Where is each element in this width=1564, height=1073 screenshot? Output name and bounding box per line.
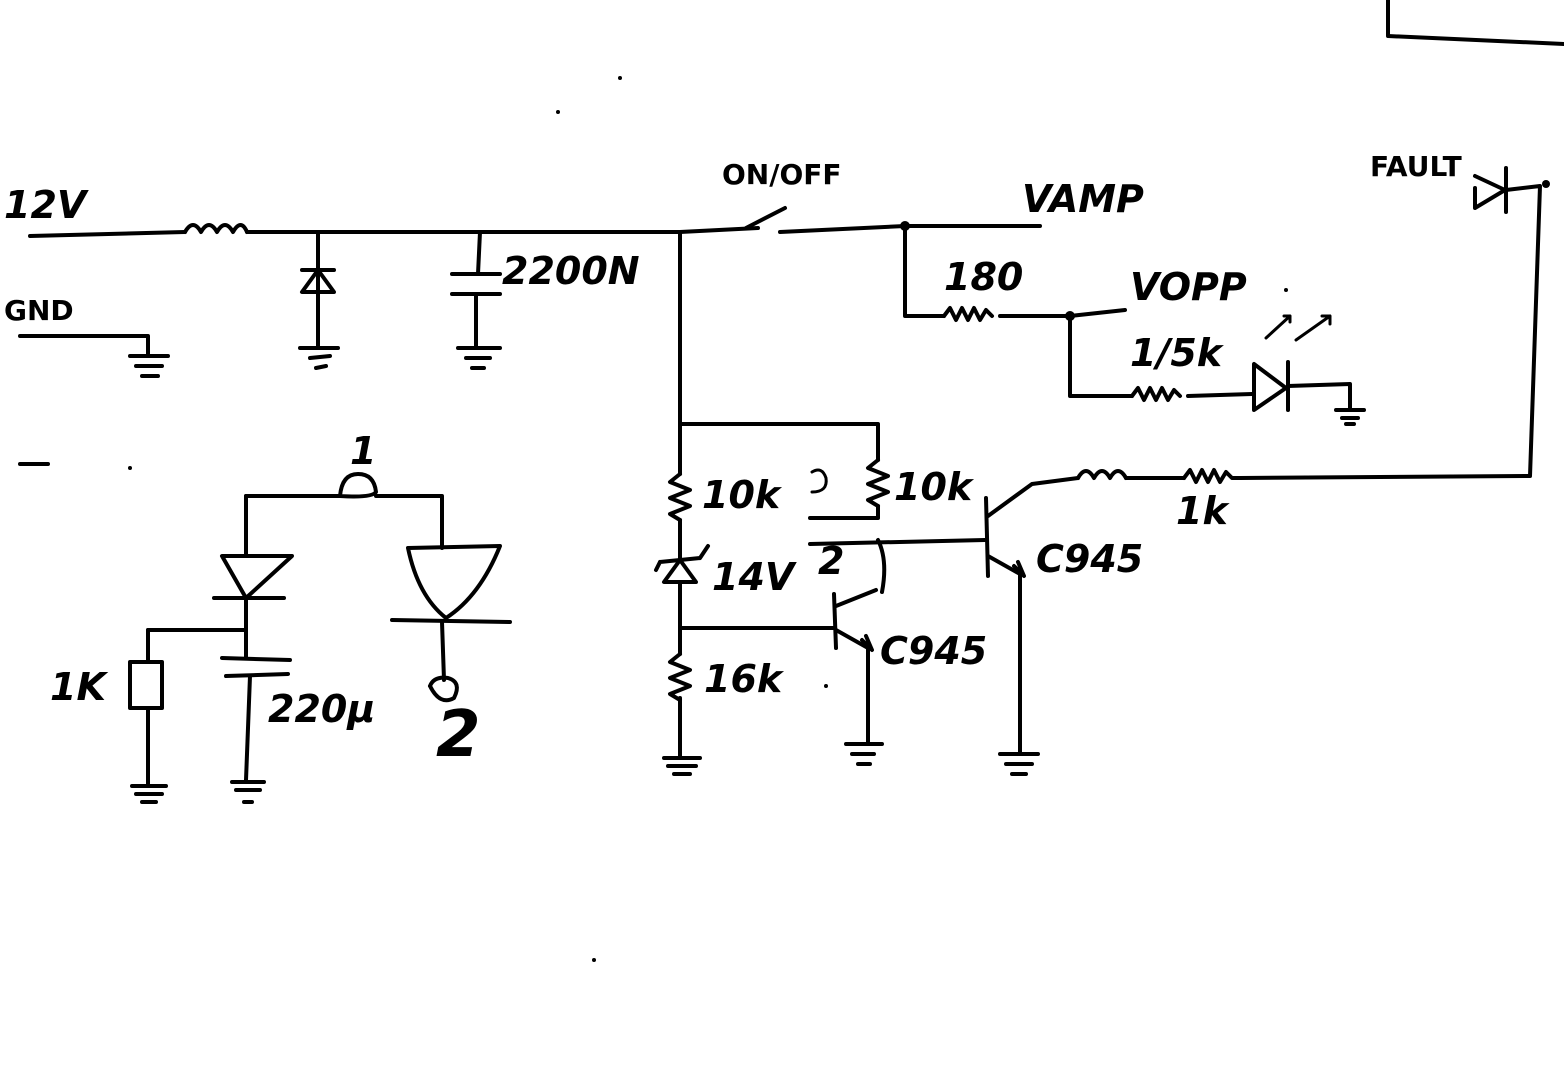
label-fault: FAULT — [1370, 150, 1462, 183]
label-gnd: GND — [4, 294, 74, 327]
transistor-q2 — [984, 468, 1242, 776]
label-vamp: VAMP — [1022, 177, 1144, 221]
label-jumper-2: 2 — [818, 539, 844, 583]
label-jumper-1: 1 — [350, 429, 376, 473]
gnd-input — [18, 334, 170, 378]
frame-corner — [1386, 0, 1564, 46]
transistor-q1 — [832, 588, 884, 766]
led-indicator — [1252, 314, 1366, 426]
label-zener: 14V — [712, 555, 797, 599]
protection-diode — [298, 230, 340, 370]
label-r10k-right: 10k — [894, 465, 975, 509]
resistor-1k — [128, 660, 164, 710]
vopp-branch — [903, 224, 1254, 402]
capacitor-2200n — [450, 230, 502, 370]
bias-network — [654, 230, 987, 776]
supply-rail — [28, 206, 1042, 238]
label-switch: ON/OFF — [722, 158, 842, 191]
label-q1: C945 — [880, 629, 987, 673]
label-r10k-left: 10k — [702, 473, 783, 517]
inductor — [183, 223, 249, 234]
label-jumper-2-big: 2 — [436, 698, 481, 772]
label-r180: 180 — [944, 255, 1023, 299]
label-q2: C945 — [1036, 537, 1143, 581]
jumper-pad-2 — [428, 675, 459, 703]
label-cap-220u: 220µ — [268, 687, 375, 731]
jumper-pad-1 — [338, 472, 378, 499]
label-r16k: 16k — [704, 657, 785, 701]
label-r1k: 1k — [1176, 489, 1230, 533]
label-r1k-left: 1K — [50, 665, 108, 709]
fault-output — [1238, 166, 1550, 480]
label-vopp: VOPP — [1130, 265, 1247, 309]
switch — [744, 206, 787, 230]
label-12v: 12V — [4, 183, 89, 227]
label-cap-2200n: 2200N — [502, 249, 640, 293]
label-r15k: 1/5k — [1130, 331, 1225, 375]
inductor-small — [1076, 469, 1128, 480]
thyristor-subcircuit — [128, 472, 512, 804]
